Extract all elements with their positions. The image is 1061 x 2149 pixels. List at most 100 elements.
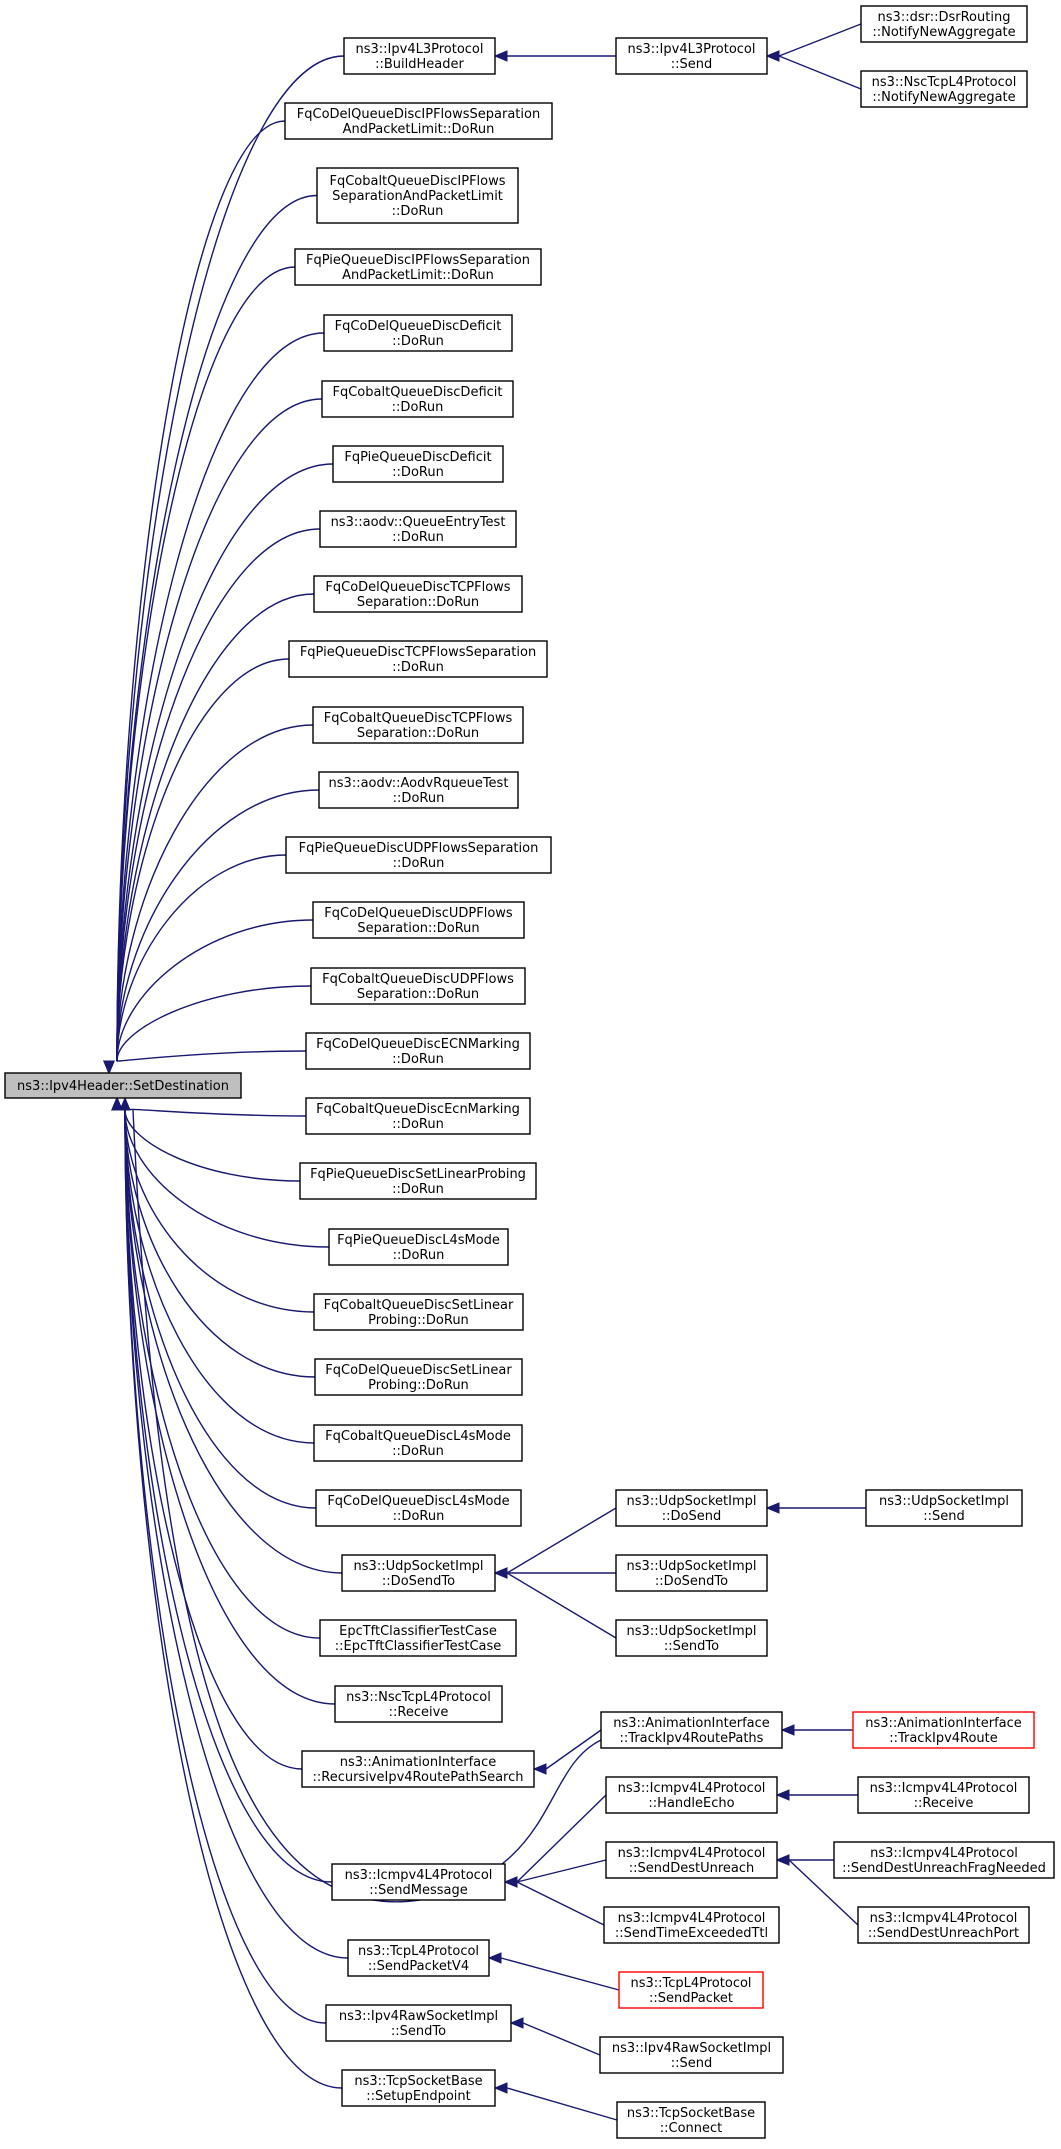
edge-n3-to-root — [116, 194, 318, 1062]
node-fqpiequeuedisctcpflowsseparation-dorun[interactable]: FqPieQueueDiscTCPFlowsSeparation::DoRun — [288, 640, 548, 678]
node-label-line: ns3::UdpSocketImpl — [879, 1494, 1009, 1509]
edge-n17-to-root — [124, 1108, 307, 1117]
node-fqcobaltqueuediscdeficit-dorun[interactable]: FqCobaltQueueDiscDeficit::DoRun — [321, 380, 514, 418]
node-label-line: ns3::Icmpv4L4Protocol — [618, 1781, 766, 1796]
node-label-line: ns3::Ipv4L3Protocol — [628, 42, 756, 57]
node-box — [857, 1906, 1030, 1944]
call-edge — [103, 1050, 307, 1075]
node-label-line: ::DoRun — [392, 1182, 444, 1197]
node-ns3-tcpl4protocol-sendpacket[interactable]: ns3::TcpL4Protocol::SendPacket — [618, 1971, 764, 2009]
node-ns3-aodv-aodvrqueuetest-dorun[interactable]: ns3::aodv::AodvRqueueTest::DoRun — [318, 771, 519, 809]
root-node-ns3-ipv4header-setdestination[interactable]: ns3::Ipv4Header::SetDestination — [4, 1072, 242, 1099]
node-fqcodelqueuediscl4smode-dorun[interactable]: FqCoDelQueueDiscL4sMode::DoRun — [315, 1489, 522, 1527]
node-box — [328, 1228, 509, 1266]
node-epctftclassifiertestcase-epctftclassifiertestcase[interactable]: EpcTftClassifierTestCase::EpcTftClassifi… — [319, 1619, 517, 1657]
node-ns3-udpsocketimpl-sendto[interactable]: ns3::UdpSocketImpl::SendTo — [615, 1619, 768, 1657]
node-label-line: ::SendTo — [664, 1639, 719, 1654]
call-edge — [111, 1096, 317, 1509]
node-ns3-dsr-dsrrouting-notifynewaggregate[interactable]: ns3::dsr::DsrRouting::NotifyNewAggregate — [860, 5, 1028, 43]
node-ns3-ipv4rawsocketimpl-sendto[interactable]: ns3::Ipv4RawSocketImpl::SendTo — [325, 2004, 512, 2042]
node-label-line: ::DoRun — [392, 1117, 444, 1132]
node-fqpiequeuediscudpflowsseparation-dorun[interactable]: FqPieQueueDiscUDPFlowsSeparation::DoRun — [285, 836, 552, 874]
node-box — [312, 901, 525, 939]
edge-n11-to-root — [116, 724, 314, 1062]
node-fqpiequeuediscsetlinearprobing-dorun[interactable]: FqPieQueueDiscSetLinearProbing::DoRun — [299, 1162, 537, 1200]
node-ns3-ipv4rawsocketimpl-send[interactable]: ns3::Ipv4RawSocketImpl::Send — [599, 2036, 784, 2074]
node-ns3-udpsocketimpl-dosendto[interactable]: ns3::UdpSocketImpl::DoSendTo — [341, 1554, 496, 1592]
node-label-line: ns3::dsr::DsrRouting — [878, 10, 1011, 25]
node-ns3-ipv4l3protocol-send[interactable]: ns3::Ipv4L3Protocol::Send — [615, 37, 768, 75]
node-ns3-udpsocketimpl-dosendto[interactable]: ns3::UdpSocketImpl::DoSendTo — [615, 1554, 768, 1592]
node-label-line: ns3::TcpL4Protocol — [630, 1976, 751, 1991]
edges-layer — [103, 23, 866, 2121]
node-fqcodelqueuediscecnmarking-dorun[interactable]: FqCoDelQueueDiscECNMarking::DoRun — [305, 1032, 531, 1070]
call-edge — [111, 1096, 307, 1117]
node-label-line: ::DoRun — [393, 1248, 445, 1263]
node-label-line: ::SendPacketV4 — [368, 1959, 469, 1974]
node-fqcobaltqueuediscecnmarking-dorun[interactable]: FqCobaltQueueDiscEcnMarking::DoRun — [305, 1097, 531, 1135]
node-label-line: ns3::Icmpv4L4Protocol — [870, 1846, 1018, 1861]
node-label-line: ::NotifyNewAggregate — [872, 25, 1015, 40]
node-ns3-icmpv4l4protocol-sendmessage[interactable]: ns3::Icmpv4L4Protocol::SendMessage — [331, 1863, 506, 1901]
edge-n31-to-root — [124, 1109, 343, 2089]
node-ns3-animationinterface-recursiveipv4routepathsearch[interactable]: ns3::AnimationInterface::RecursiveIpv4Ro… — [301, 1750, 535, 1788]
node-label-line: ::SendDestUnreachFragNeeded — [842, 1861, 1046, 1876]
node-label-line: Separation::DoRun — [357, 726, 479, 741]
node-ns3-tcpl4protocol-sendpacketv4[interactable]: ns3::TcpL4Protocol::SendPacketV4 — [347, 1939, 490, 1977]
node-fqcobaltqueuedisctcpflowsseparation-dorun[interactable]: FqCobaltQueueDiscTCPFlowsSeparation::DoR… — [312, 706, 524, 744]
node-box — [305, 1097, 531, 1135]
node-ns3-nsctcpl4protocol-notifynewaggregate[interactable]: ns3::NscTcpL4Protocol::NotifyNewAggregat… — [860, 70, 1028, 108]
node-ns3-tcpsocketbase-setupendpoint[interactable]: ns3::TcpSocketBase::SetupEndpoint — [341, 2069, 496, 2107]
edge-m4-to-n24 — [506, 1572, 617, 1639]
node-label-line: FqCobaltQueueDiscUDPFlows — [322, 972, 514, 987]
node-box — [284, 102, 553, 140]
node-ns3-icmpv4l4protocol-senddestunreach[interactable]: ns3::Icmpv4L4Protocol::SendDestUnreach — [605, 1841, 778, 1879]
node-ns3-icmpv4l4protocol-senddestunreachport[interactable]: ns3::Icmpv4L4Protocol::SendDestUnreachPo… — [857, 1906, 1030, 1944]
node-fqcobaltqueuediscudpflowsseparation-dorun[interactable]: FqCobaltQueueDiscUDPFlowsSeparation::DoR… — [310, 967, 526, 1005]
node-ns3-icmpv4l4protocol-senddestunreachfragneeded[interactable]: ns3::Icmpv4L4Protocol::SendDestUnreachFr… — [833, 1841, 1055, 1879]
node-label-line: ns3::TcpL4Protocol — [358, 1944, 479, 1959]
node-ns3-animationinterface-trackipv4routepaths[interactable]: ns3::AnimationInterface::TrackIpv4RouteP… — [600, 1711, 783, 1749]
edge-r2-to-m1 — [778, 55, 862, 90]
node-box — [315, 1489, 522, 1527]
node-ns3-icmpv4l4protocol-receive[interactable]: ns3::Icmpv4L4Protocol::Receive — [857, 1776, 1030, 1814]
node-fqpiequeuediscipflowsseparationandpacketlimit-dorun[interactable]: FqPieQueueDiscIPFlowsSeparationAndPacket… — [294, 248, 542, 286]
node-ns3-ipv4l3protocol-buildheader[interactable]: ns3::Ipv4L3Protocol::BuildHeader — [343, 37, 496, 75]
node-ns3-udpsocketimpl-dosend[interactable]: ns3::UdpSocketImpl::DoSend — [615, 1489, 768, 1527]
node-box — [618, 1971, 764, 2009]
node-label-line: ::Send — [671, 2056, 713, 2071]
call-edge — [103, 854, 287, 1075]
node-fqpiequeuediscdeficit-dorun[interactable]: FqPieQueueDiscDeficit::DoRun — [332, 445, 504, 483]
node-fqcobaltqueuediscl4smode-dorun[interactable]: FqCobaltQueueDiscL4sMode::DoRun — [313, 1424, 523, 1462]
node-label-line: ::DoRun — [392, 400, 444, 415]
node-ns3-nsctcpl4protocol-receive[interactable]: ns3::NscTcpL4Protocol::Receive — [334, 1685, 503, 1723]
node-fqcodelqueuediscipflowsseparationandpacketlimit-dorun[interactable]: FqCoDelQueueDiscIPFlowsSeparationAndPack… — [284, 102, 553, 140]
node-label-line: ::DoRun — [392, 530, 444, 545]
node-fqcodelqueuediscudpflowsseparation-dorun[interactable]: FqCoDelQueueDiscUDPFlowsSeparation::DoRu… — [312, 901, 525, 939]
node-ns3-udpsocketimpl-send[interactable]: ns3::UdpSocketImpl::Send — [865, 1489, 1023, 1527]
node-box — [288, 640, 548, 678]
arrowhead — [487, 1952, 502, 1964]
node-label-line: FqCoDelQueueDiscECNMarking — [316, 1037, 520, 1052]
node-box — [347, 1939, 490, 1977]
node-ns3-animationinterface-trackipv4route[interactable]: ns3::AnimationInterface::TrackIpv4Route — [852, 1711, 1035, 1749]
node-fqcodelqueuedisctcpflowsseparation-dorun[interactable]: FqCoDelQueueDiscTCPFlowsSeparation::DoRu… — [313, 575, 523, 613]
arrowhead — [532, 1763, 547, 1775]
node-ns3-icmpv4l4protocol-handleecho[interactable]: ns3::Icmpv4L4Protocol::HandleEcho — [605, 1776, 778, 1814]
node-ns3-aodv-queueentrytest-dorun[interactable]: ns3::aodv::QueueEntryTest::DoRun — [319, 510, 517, 548]
call-edge — [103, 120, 286, 1075]
call-edge — [765, 1502, 866, 1514]
node-fqpiequeuediscl4smode-dorun[interactable]: FqPieQueueDiscL4sMode::DoRun — [328, 1228, 509, 1266]
node-fqcobaltqueuediscipflowsseparationandpacketlimit-dorun[interactable]: FqCobaltQueueDiscIPFlowsSeparationAndPac… — [316, 167, 519, 224]
node-label-line: ns3::Icmpv4L4Protocol — [618, 1846, 766, 1861]
node-label-line: ::DoRun — [392, 204, 444, 219]
node-ns3-icmpv4l4protocol-sendtimeexceededttl[interactable]: ns3::Icmpv4L4Protocol::SendTimeExceededT… — [603, 1906, 780, 1944]
node-box — [860, 70, 1028, 108]
call-edge — [111, 1096, 315, 1313]
arrowhead — [780, 1724, 795, 1736]
node-box — [599, 2036, 784, 2074]
node-ns3-tcpsocketbase-connect[interactable]: ns3::TcpSocketBase::Connect — [616, 2101, 766, 2139]
node-fqcodelqueuediscdeficit-dorun[interactable]: FqCoDelQueueDiscDeficit::DoRun — [323, 314, 513, 352]
